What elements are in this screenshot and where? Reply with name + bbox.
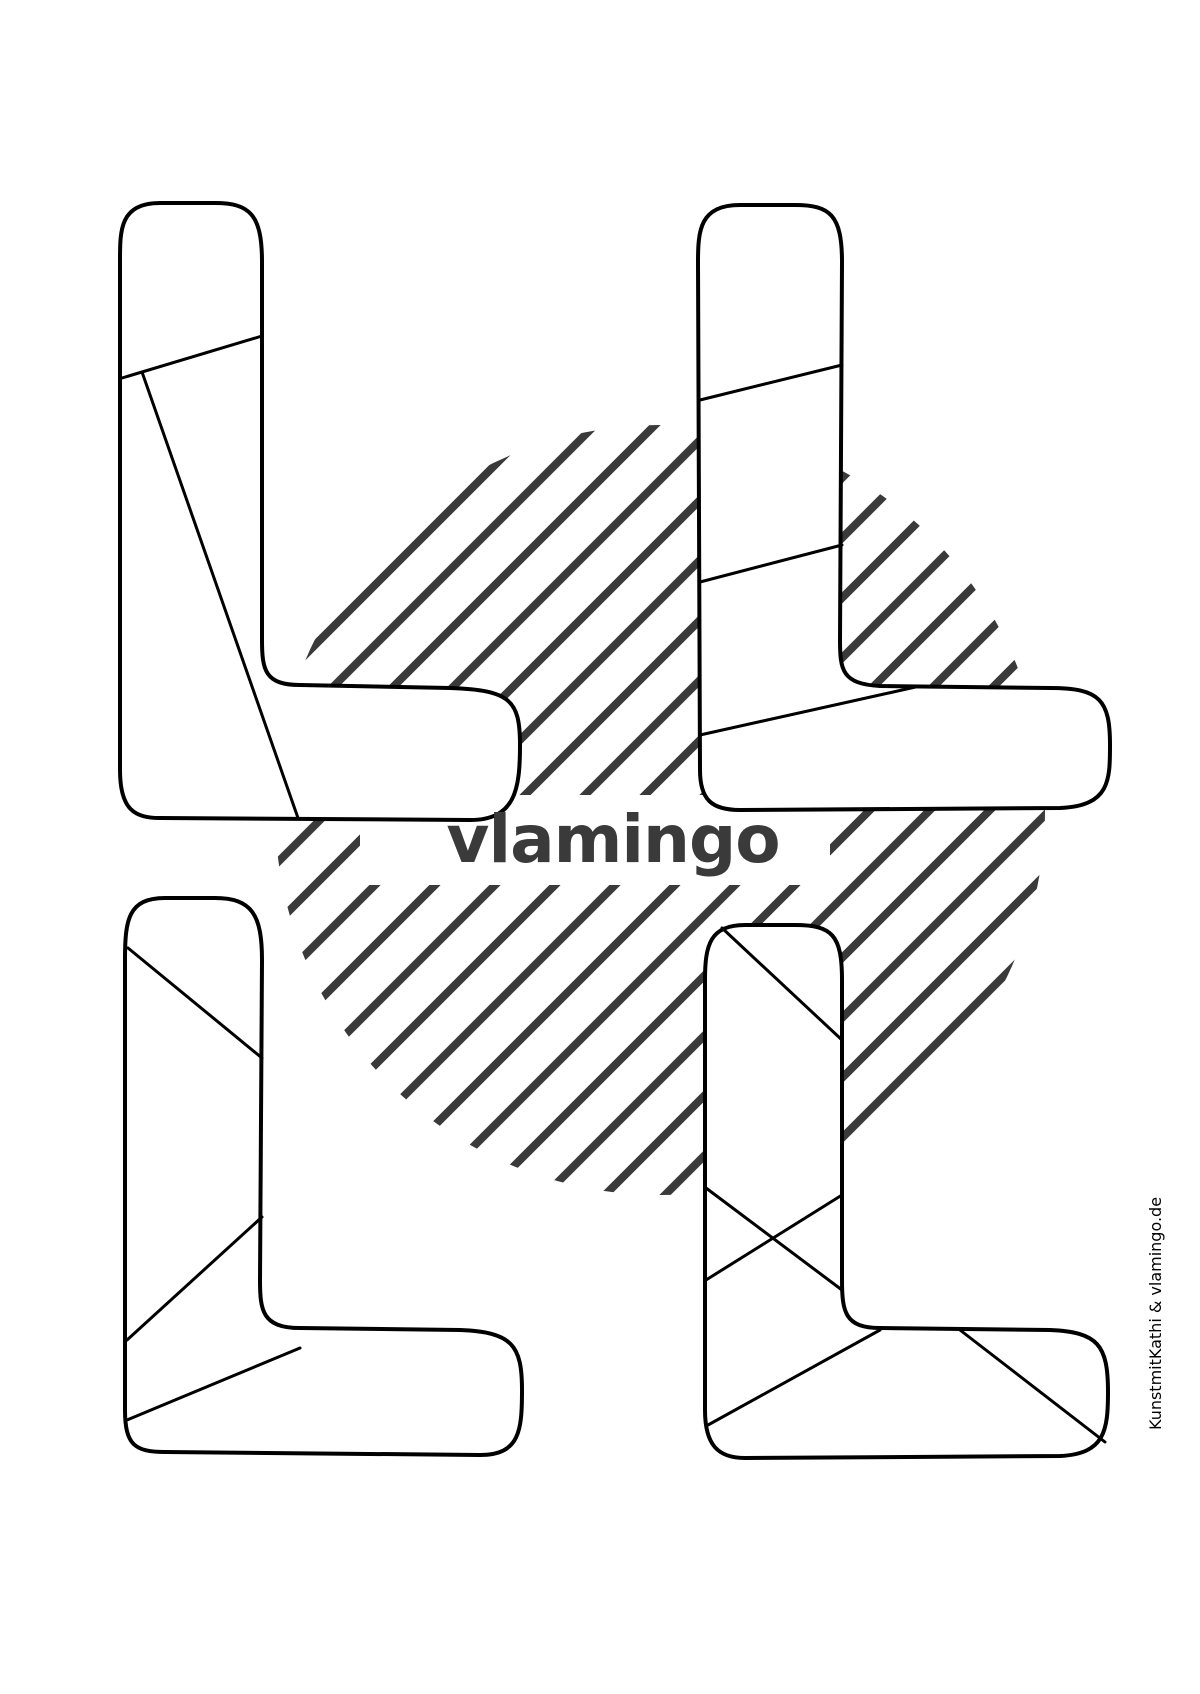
vlamingo-logo: vlamingo xyxy=(433,800,793,880)
letter-l-bottom-left xyxy=(123,896,524,1457)
hatch-line xyxy=(997,425,1045,1195)
hatch-line xyxy=(397,425,1045,1195)
hatch-line xyxy=(517,425,1045,1195)
letter-l-top-right xyxy=(696,203,1112,812)
hatch-line xyxy=(275,425,863,1195)
hatch-line xyxy=(457,425,1045,1195)
vlamingo-logo-text: vlamingo xyxy=(446,801,780,878)
hatch-line xyxy=(277,425,1045,1195)
letter-l-top-left xyxy=(118,201,522,822)
hatch-line xyxy=(1060,400,1200,1400)
hatch-line xyxy=(275,425,683,1195)
hatch-line xyxy=(275,425,1045,1195)
letter-l-bottom-right xyxy=(703,923,1110,1460)
hatch-line xyxy=(275,425,743,1195)
hatch-line xyxy=(275,425,1043,1195)
hatch-line xyxy=(275,425,803,1195)
hatch-line xyxy=(275,425,563,1195)
hatch-line xyxy=(275,425,1045,1195)
hatch-line xyxy=(817,425,1045,1195)
hatch-line xyxy=(337,425,1045,1195)
hatch-line xyxy=(275,425,1045,1195)
hatched-circle xyxy=(275,400,1200,1400)
hatch-line xyxy=(1180,400,1200,1400)
hatch-line xyxy=(275,425,623,1195)
credit-text: KunstmitKathi & vlamingo.de xyxy=(1146,1196,1165,1430)
